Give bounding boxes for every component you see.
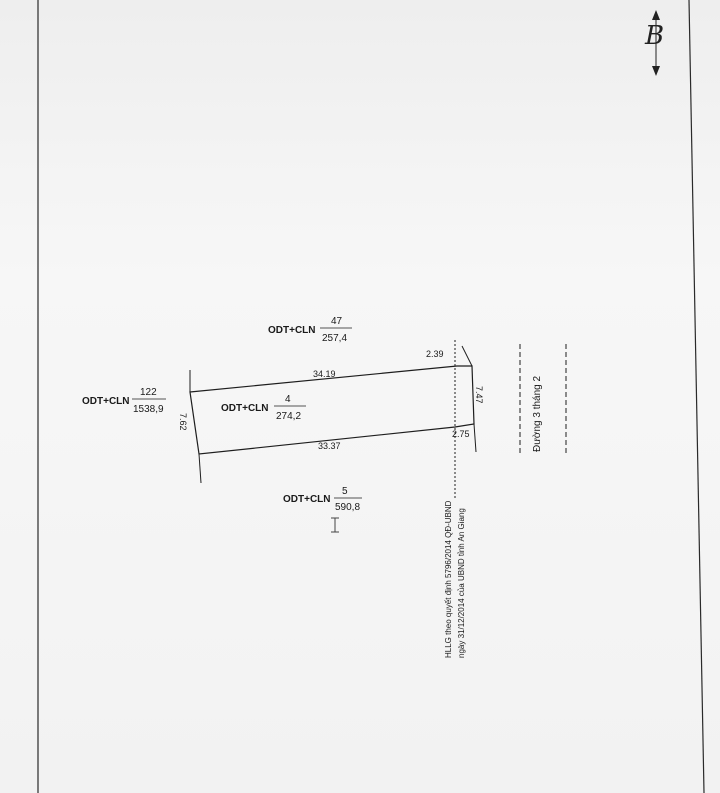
north-arrow-icon: B bbox=[644, 10, 664, 76]
parcel-west-area: 1538,9 bbox=[133, 404, 164, 415]
left-boundary-ext-bottom bbox=[198, 453, 202, 484]
frame-right-line bbox=[688, 0, 705, 793]
parcel-subject-use: ODT+CLN bbox=[221, 403, 269, 414]
parcel-south-use: ODT+CLN bbox=[283, 494, 331, 505]
dim-top: 34.19 bbox=[313, 369, 336, 379]
parcel-subject-label: ODT+CLN 4 274,2 bbox=[221, 394, 306, 422]
parcel-west-label: ODT+CLN 122 1538,9 bbox=[82, 387, 166, 415]
dim-bottom: 33.37 bbox=[318, 441, 341, 451]
dim-offset-top: 2.39 bbox=[426, 349, 444, 359]
right-boundary-ext-bottom bbox=[473, 423, 477, 453]
north-marker-letter: B bbox=[644, 21, 664, 51]
parcel-south-label: ODT+CLN 5 590,8 bbox=[283, 486, 362, 513]
text-cursor-icon bbox=[331, 517, 339, 533]
parcel-subject-area: 274,2 bbox=[276, 411, 301, 422]
parcel-west-use: ODT+CLN bbox=[82, 396, 130, 407]
parcel-south-area: 590,8 bbox=[335, 502, 360, 513]
parcel-north-area: 257,4 bbox=[322, 333, 347, 344]
parcel-west-number: 122 bbox=[140, 387, 157, 398]
dim-left: 7.62 bbox=[178, 413, 188, 431]
parcel-south-number: 5 bbox=[342, 486, 348, 497]
parcel-north-number: 47 bbox=[331, 316, 343, 327]
legal-note-line1: HLLG theo quyết định 5796/2014 QĐ-UBND bbox=[444, 500, 453, 658]
parcel-north-label: ODT+CLN 47 257,4 bbox=[268, 316, 352, 344]
parcel-north-use: ODT+CLN bbox=[268, 325, 316, 336]
road-name: Đường 3 tháng 2 bbox=[532, 375, 543, 452]
dim-right: 7.47 bbox=[474, 386, 484, 404]
dim-offset-bottom: 2.75 bbox=[452, 429, 470, 439]
right-boundary-ext-top bbox=[461, 345, 473, 367]
parcel-subject-number: 4 bbox=[285, 394, 291, 405]
legal-note-line2: ngày 31/12/2014 của UBND tỉnh An Giang bbox=[457, 508, 466, 658]
